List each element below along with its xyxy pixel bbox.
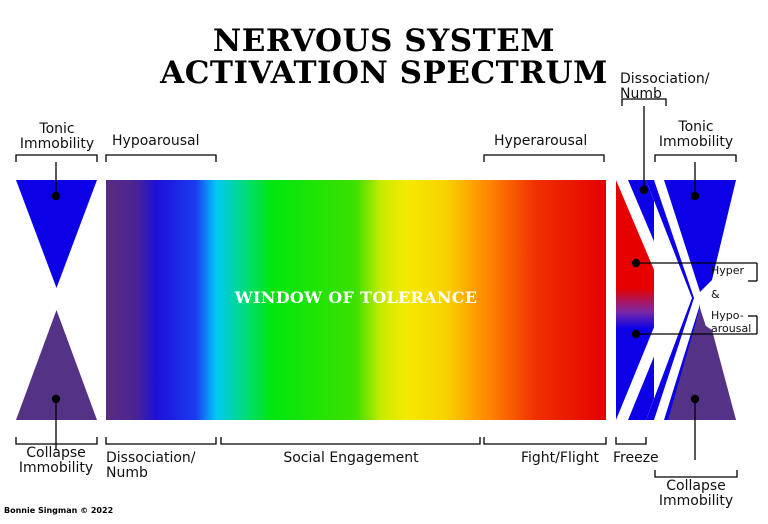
right-tonic-label-line2: Immobility	[658, 134, 734, 150]
ampersand-label: &	[711, 288, 720, 301]
freeze-label: Freeze	[613, 450, 659, 466]
left-collapse-marker	[51, 394, 61, 404]
hyper-label: Hyper	[711, 264, 745, 277]
title-line-1: NERVOUS SYSTEM	[212, 23, 556, 59]
right-collapse-line1: Collapse	[666, 478, 726, 494]
bracket-dissociation-top	[621, 98, 667, 106]
right-collapse-triangle	[668, 308, 736, 420]
right-collapse-marker	[690, 394, 700, 404]
dissociation-marker	[639, 185, 649, 195]
dissociation-bottom-line2: Numb	[106, 465, 148, 481]
left-collapse-triangle	[16, 310, 97, 420]
freeze-mixed-band	[616, 180, 670, 420]
bracket-left-collapse	[15, 437, 98, 445]
dissociation-bottom-line1: Dissociation/	[106, 450, 196, 466]
left-collapse-label: Collapse Immobility	[10, 446, 102, 476]
left-tonic-triangle	[16, 180, 97, 288]
hypo-label-line1: Hypo-	[711, 309, 744, 322]
right-collapse-line2: Immobility	[658, 493, 734, 509]
bracket-hyperarousal	[483, 154, 605, 162]
left-tonic-marker	[51, 191, 61, 201]
hypo-label-line2: arousal	[711, 322, 752, 335]
bracket-dissociation-bottom	[105, 437, 217, 445]
freeze-zigzag-white-inner	[654, 180, 702, 420]
left-tonic-label: Tonic Immobility	[12, 122, 102, 152]
left-collapse-line1: Collapse	[26, 445, 86, 461]
bracket-left-tonic	[15, 154, 98, 162]
hypoarousal-label: Hypoarousal	[112, 133, 200, 149]
social-engagement-label: Social Engagement	[283, 450, 419, 466]
dissociation-top-line2: Numb	[620, 86, 662, 102]
dissociation-top-line1: Dissociation/	[620, 71, 710, 87]
dissociation-top-label: Dissociation/ Numb	[620, 72, 710, 102]
fight-flight-label: Fight/Flight	[521, 450, 599, 466]
bracket-social-engagement	[220, 437, 481, 445]
window-of-tolerance-bar	[106, 180, 606, 420]
credit-text: Bonnie Singman © 2022	[4, 506, 114, 515]
right-tonic-triangle	[668, 180, 736, 290]
bracket-hypoarousal	[105, 154, 217, 162]
bracket-freeze	[615, 437, 647, 445]
title-line-2: ACTIVATION SPECTRUM	[160, 55, 608, 91]
right-collapse-label: Collapse Immobility	[648, 479, 744, 509]
right-tonic-label-line1: Tonic	[678, 119, 714, 135]
hyperarousal-label: Hyperarousal	[494, 133, 588, 149]
right-tonic-marker	[690, 191, 700, 201]
bracket-right-tonic	[654, 154, 737, 162]
hypo-label: Hypo- arousal	[711, 309, 751, 335]
dissociation-bottom-label: Dissociation/ Numb	[106, 451, 196, 481]
right-tonic-label: Tonic Immobility	[650, 120, 742, 150]
left-tonic-label-line1: Tonic	[39, 121, 75, 137]
window-of-tolerance-label: WINDOW OF TOLERANCE	[234, 288, 478, 307]
bracket-fight-flight	[483, 437, 607, 445]
left-collapse-line2: Immobility	[18, 460, 94, 476]
left-tonic-label-line2: Immobility	[19, 136, 95, 152]
bracket-right-collapse	[654, 470, 738, 478]
